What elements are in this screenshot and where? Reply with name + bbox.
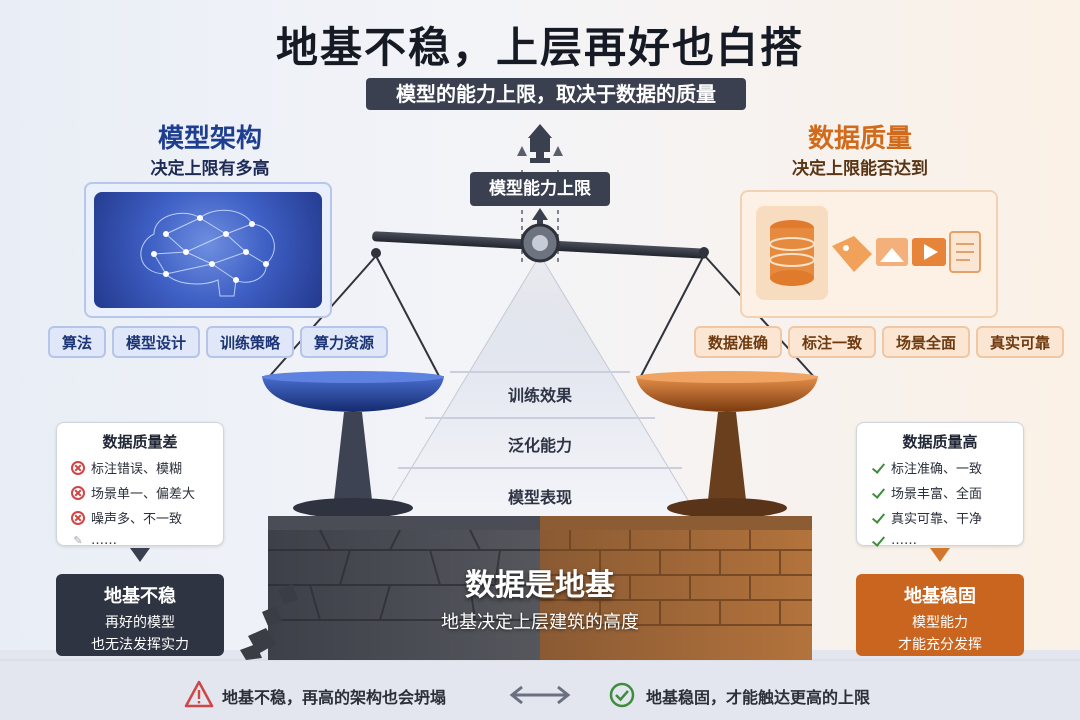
bad-item: ✎…… <box>71 533 223 548</box>
chip-consistent: 标注一致 <box>788 326 877 358</box>
brain-screen <box>94 192 322 308</box>
chip-accurate: 数据准确 <box>694 326 783 358</box>
document-icon <box>949 231 981 273</box>
check-icon <box>871 511 885 525</box>
data-icons <box>756 206 981 300</box>
image-icon <box>876 238 908 266</box>
good-data-card: 数据质量高 标注准确、一致 场景丰富、全面 真实可靠、干净 …… <box>856 422 1024 548</box>
pyramid-level-generalization: 泛化能力 <box>507 436 572 455</box>
brain-network-icon <box>140 209 275 297</box>
good-card-title: 数据质量高 <box>902 433 978 451</box>
chip-algorithm: 算法 <box>48 326 107 358</box>
bad-item: 噪声多、不一致 <box>71 508 223 527</box>
data-quality-chips: 数据准确 标注一致 场景全面 真实可靠 <box>694 326 1065 358</box>
down-arrow-icon <box>130 548 150 562</box>
warning-icon <box>184 680 214 708</box>
capability-cap-label: 模型能力上限 <box>470 172 610 206</box>
trophy-icon <box>528 124 552 163</box>
database-icon <box>769 220 815 286</box>
rubble <box>240 584 298 660</box>
bad-card-title: 数据质量差 <box>102 433 178 451</box>
check-circle-icon <box>609 682 635 708</box>
good-status-box: 地基稳固 模型能力 才能充分发挥 <box>856 574 1024 656</box>
data-panel <box>740 190 998 318</box>
good-item: 真实可靠、干净 <box>871 508 1023 527</box>
chip-reliable: 真实可靠 <box>976 326 1065 358</box>
foundation-wall <box>268 520 812 660</box>
bad-item: 场景单一、偏差大 <box>71 483 223 502</box>
left-title: 模型架构 <box>157 124 262 154</box>
check-icon <box>871 486 885 500</box>
chip-comprehensive: 场景全面 <box>882 326 971 358</box>
good-status-line2: 才能充分发挥 <box>898 637 982 653</box>
foundation-title: 数据是地基 <box>465 568 615 603</box>
check-icon <box>871 534 885 548</box>
ellipsis-icon: ✎ <box>73 533 83 547</box>
good-status-title: 地基稳固 <box>904 586 976 607</box>
down-arrow-icon <box>930 548 950 562</box>
check-icon <box>871 461 885 475</box>
left-pan <box>262 376 444 412</box>
video-icon <box>912 238 946 266</box>
bad-status-line1: 再好的模型 <box>105 615 175 631</box>
right-title: 数据质量 <box>807 124 912 154</box>
tag-icon <box>832 236 872 272</box>
pyramid-level-performance: 模型表现 <box>507 488 572 507</box>
right-subtitle: 决定上限能否达到 <box>792 159 928 179</box>
swap-arrows-icon <box>509 685 571 705</box>
floor <box>0 650 1080 720</box>
right-pan <box>636 376 818 412</box>
bad-status-line2: 也无法发挥实力 <box>91 637 189 653</box>
chip-compute: 算力资源 <box>300 326 389 358</box>
bad-status-box: 地基不稳 再好的模型 也无法发挥实力 <box>56 574 224 656</box>
footer-warning-text: 地基不稳，再高的架构也会坍塌 <box>222 688 447 707</box>
architecture-chips: 算法 模型设计 训练策略 算力资源 <box>48 326 389 358</box>
left-subtitle: 决定上限有多高 <box>150 159 270 179</box>
x-circle-icon <box>71 485 85 500</box>
good-status-line1: 模型能力 <box>912 615 968 631</box>
bad-item: 标注错误、模糊 <box>71 458 223 477</box>
footer-success-text: 地基稳固，才能触达更高的上限 <box>646 688 871 707</box>
bad-status-title: 地基不稳 <box>104 586 176 607</box>
x-circle-icon <box>71 460 85 475</box>
good-item: …… <box>871 533 1023 548</box>
page-subtitle: 模型的能力上限，取决于数据的质量 <box>366 78 746 110</box>
page-title: 地基不稳，上层再好也白搭 <box>275 23 804 72</box>
bad-data-card: 数据质量差 标注错误、模糊 场景单一、偏差大 噪声多、不一致 ✎…… <box>56 422 224 548</box>
pyramid-level-training: 训练效果 <box>507 386 572 405</box>
chip-model-design: 模型设计 <box>112 326 201 358</box>
good-item: 场景丰富、全面 <box>871 483 1023 502</box>
chip-training-strategy: 训练策略 <box>206 326 295 358</box>
good-item: 标注准确、一致 <box>871 458 1023 477</box>
architecture-panel <box>84 182 332 318</box>
x-circle-icon <box>71 510 85 525</box>
foundation-subtitle: 地基决定上层建筑的高度 <box>441 612 639 633</box>
